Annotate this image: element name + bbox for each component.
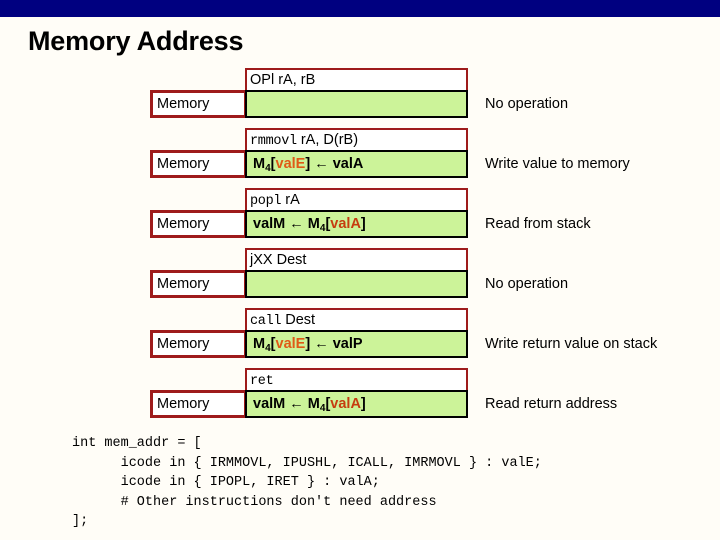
row-description: Write value to memory bbox=[485, 156, 630, 172]
row-description: No operation bbox=[485, 276, 569, 292]
computation-token: ← bbox=[314, 336, 329, 352]
computation-token: valA bbox=[328, 156, 364, 172]
instruction-label: jXX Dest bbox=[245, 248, 468, 272]
computation-token: [ bbox=[270, 156, 276, 172]
instruction-mnemonic: popl bbox=[250, 194, 282, 209]
row-description: Read from stack bbox=[485, 216, 591, 232]
instruction-operands: rA, D(rB) bbox=[296, 132, 359, 148]
computation-token: valA bbox=[330, 216, 361, 232]
computation-cell: valM ← M4[valA] bbox=[245, 390, 468, 418]
stage-label: Memory bbox=[150, 390, 247, 418]
row-description: No operation bbox=[485, 96, 569, 112]
computation-token: valA bbox=[330, 396, 361, 412]
computation-cell: valM ← M4[valA] bbox=[245, 210, 468, 238]
computation-token: M bbox=[303, 216, 320, 232]
computation-token: ← bbox=[289, 216, 304, 232]
computation-token: 4 bbox=[265, 163, 271, 174]
slide-accent-bar bbox=[0, 0, 720, 17]
computation-token: ] bbox=[305, 336, 315, 352]
instruction-label: OPl rA, rB bbox=[245, 68, 468, 92]
instruction-operands: OPl rA, rB bbox=[250, 72, 316, 88]
stage-label: Memory bbox=[150, 210, 247, 238]
computation-cell: M4[valE] ← valP bbox=[245, 330, 468, 358]
computation-token: [ bbox=[325, 216, 331, 232]
computation-cell bbox=[245, 90, 468, 118]
stage-label: Memory bbox=[150, 90, 247, 118]
computation-token: M bbox=[253, 156, 266, 172]
computation-token: ] bbox=[360, 216, 366, 232]
computation-token: 4 bbox=[319, 403, 326, 414]
row-description: Write return value on stack bbox=[485, 336, 658, 352]
hcl-code-block: int mem_addr = [ icode in { IRMMOVL, IPU… bbox=[72, 436, 542, 529]
computation-token: 4 bbox=[319, 223, 326, 234]
computation-token: [ bbox=[270, 336, 276, 352]
instruction-mnemonic: rmmovl bbox=[250, 134, 297, 149]
instruction-mnemonic: call bbox=[250, 314, 282, 329]
computation-token: valE bbox=[275, 156, 306, 172]
computation-cell: M4[valE] ← valA bbox=[245, 150, 468, 178]
computation-token: ] bbox=[360, 396, 366, 412]
computation-token: valE bbox=[275, 336, 306, 352]
computation-cell bbox=[245, 270, 468, 298]
instruction-operands: Dest bbox=[281, 312, 316, 328]
stage-label: Memory bbox=[150, 150, 247, 178]
computation-token: ] bbox=[305, 156, 315, 172]
computation-token: valM bbox=[253, 396, 290, 412]
computation-token: [ bbox=[325, 396, 331, 412]
computation-token: valP bbox=[328, 336, 363, 352]
instruction-label: call Dest bbox=[245, 308, 468, 332]
instruction-label: ret bbox=[245, 368, 468, 392]
instruction-label: popl rA bbox=[245, 188, 468, 212]
computation-token: M bbox=[253, 336, 266, 352]
instruction-operands: jXX Dest bbox=[250, 252, 307, 268]
stage-label: Memory bbox=[150, 270, 247, 298]
computation-token: ← bbox=[289, 396, 304, 412]
row-description: Read return address bbox=[485, 396, 618, 412]
computation-token: valM bbox=[253, 216, 290, 232]
instruction-mnemonic: ret bbox=[250, 374, 274, 389]
instruction-label: rmmovl rA, D(rB) bbox=[245, 128, 468, 152]
page-title: Memory Address bbox=[28, 26, 244, 56]
computation-token: ← bbox=[314, 156, 329, 172]
instruction-operands: rA bbox=[281, 192, 300, 208]
computation-token: 4 bbox=[265, 343, 271, 354]
computation-token: M bbox=[303, 396, 320, 412]
stage-label: Memory bbox=[150, 330, 247, 358]
